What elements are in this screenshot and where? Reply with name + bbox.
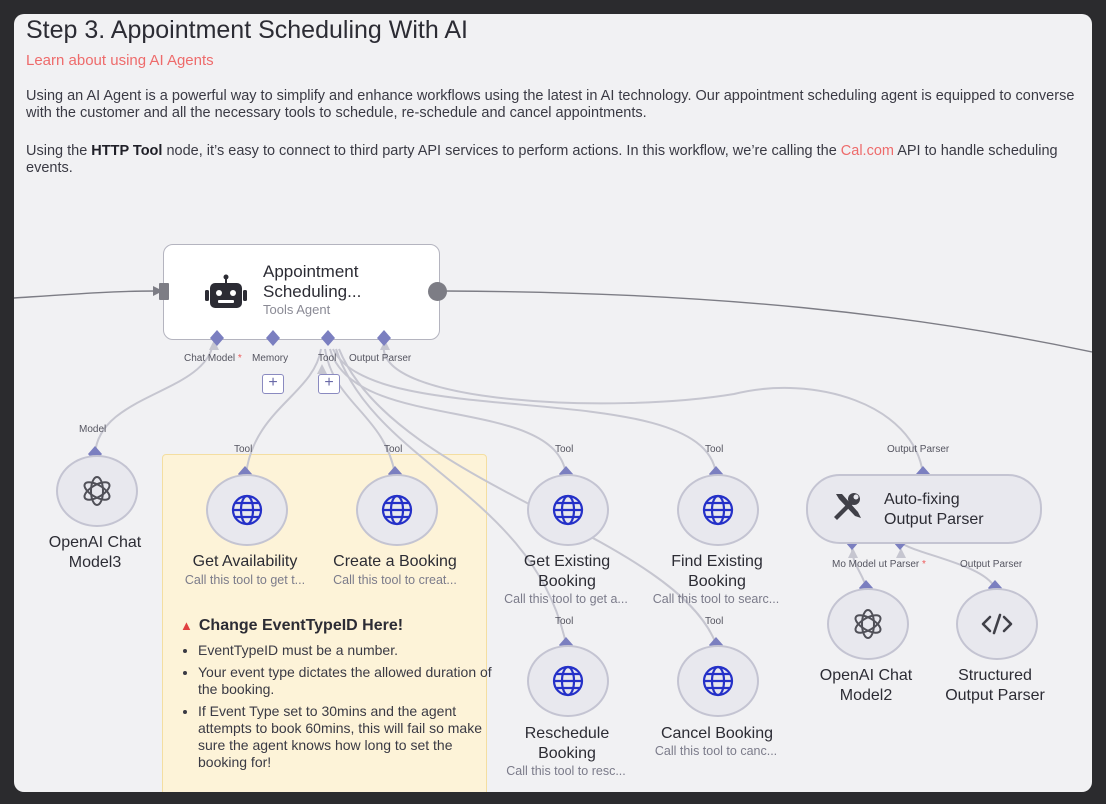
get-availability-desc: Call this tool to get t... bbox=[184, 573, 306, 587]
openai-icon bbox=[854, 609, 882, 639]
openai-model3-node[interactable] bbox=[56, 455, 138, 527]
find-existing-booking-node[interactable] bbox=[677, 474, 759, 546]
tool-edge-label: Tool bbox=[555, 444, 574, 455]
learn-ai-agents-link[interactable]: Learn about using AI Agents bbox=[26, 52, 214, 69]
auto-fixing-parser-node[interactable] bbox=[806, 474, 1042, 544]
http-tool-paragraph: Using the HTTP Tool node, it’s easy to c… bbox=[26, 143, 1058, 176]
chat-model-port-label: Chat Model * bbox=[184, 353, 242, 364]
main-input-wire bbox=[14, 290, 158, 299]
create-booking-node[interactable] bbox=[356, 474, 438, 546]
sticky-heading: ▲Change EventTypeID Here! bbox=[180, 617, 404, 634]
globe-icon bbox=[381, 494, 413, 526]
workflow-canvas[interactable]: Step 3. Appointment Scheduling With AI L… bbox=[14, 14, 1092, 792]
reschedule-booking-node[interactable] bbox=[527, 645, 609, 717]
appointment-agent-node[interactable] bbox=[163, 244, 440, 340]
tool-port bbox=[321, 330, 335, 346]
sticky-item: EventTypeID must be a number. bbox=[198, 642, 498, 659]
output-parser-edge-label: Output Parser bbox=[887, 444, 950, 455]
sticky-item: Your event type dictates the allowed dur… bbox=[198, 664, 498, 698]
memory-port bbox=[266, 330, 280, 346]
model-edge-label: Model bbox=[79, 424, 107, 435]
output-parser-port bbox=[377, 330, 391, 346]
find-existing-booking-desc: Call this tool to searc... bbox=[652, 592, 780, 606]
chat-model-port bbox=[210, 330, 224, 346]
tool-edge-label: Tool bbox=[705, 444, 724, 455]
intro-paragraph: Using an AI Agent is a powerful way to s… bbox=[26, 88, 1075, 121]
get-existing-booking-desc: Call this tool to get a... bbox=[504, 592, 628, 606]
cancel-booking-node[interactable] bbox=[677, 645, 759, 717]
get-existing-booking-node[interactable] bbox=[527, 474, 609, 546]
agent-output-handle[interactable] bbox=[428, 282, 447, 301]
connection-wires bbox=[14, 286, 1092, 645]
sticky-item: If Event Type set to 30mins and the agen… bbox=[198, 703, 498, 771]
section-title: Step 3. Appointment Scheduling With AI bbox=[26, 16, 468, 44]
get-availability-node[interactable] bbox=[206, 474, 288, 546]
globe-icon bbox=[552, 665, 584, 697]
tool-edge-label: Tool bbox=[234, 444, 253, 455]
tool-port-label: Tool bbox=[318, 353, 337, 364]
sticky-list: EventTypeID must be a number. Your event… bbox=[180, 642, 498, 776]
get-availability-label: Get Availability bbox=[192, 553, 298, 570]
autofix-model-port-label: Mo Model ut Parser * bbox=[832, 559, 926, 570]
cancel-booking-label: Cancel Booking bbox=[660, 725, 774, 742]
siren-icon: ▲ bbox=[180, 618, 193, 633]
tool-edge-label: Tool bbox=[555, 616, 574, 627]
create-booking-label: Create a Booking bbox=[333, 553, 457, 570]
output-parser-port-label: Output Parser bbox=[349, 353, 412, 364]
add-memory-button[interactable]: + bbox=[262, 374, 284, 394]
structured-parser-node[interactable] bbox=[956, 588, 1038, 660]
globe-icon bbox=[702, 665, 734, 697]
reschedule-booking-desc: Call this tool to resc... bbox=[506, 764, 626, 778]
cal-com-link[interactable]: Cal.com bbox=[840, 143, 894, 159]
openai-model2-node[interactable] bbox=[827, 588, 909, 660]
globe-icon bbox=[231, 494, 263, 526]
main-output-wire bbox=[443, 290, 1092, 353]
agent-node-subtitle: Tools Agent bbox=[263, 302, 331, 317]
memory-port-label: Memory bbox=[252, 353, 289, 364]
cancel-booking-desc: Call this tool to canc... bbox=[654, 744, 778, 758]
create-booking-desc: Call this tool to creat... bbox=[333, 573, 457, 587]
tool-edge-label: Tool bbox=[384, 444, 403, 455]
agent-input-handle[interactable] bbox=[159, 283, 169, 300]
tool-edge-label: Tool bbox=[705, 616, 724, 627]
add-tool-button[interactable]: + bbox=[318, 374, 340, 394]
globe-icon bbox=[552, 494, 584, 526]
code-icon bbox=[981, 613, 1013, 635]
autofix-parser-port-label: Output Parser bbox=[960, 559, 1023, 570]
globe-icon bbox=[702, 494, 734, 526]
robot-icon bbox=[205, 274, 247, 308]
tools-icon bbox=[834, 493, 861, 520]
openai-icon bbox=[83, 476, 111, 506]
